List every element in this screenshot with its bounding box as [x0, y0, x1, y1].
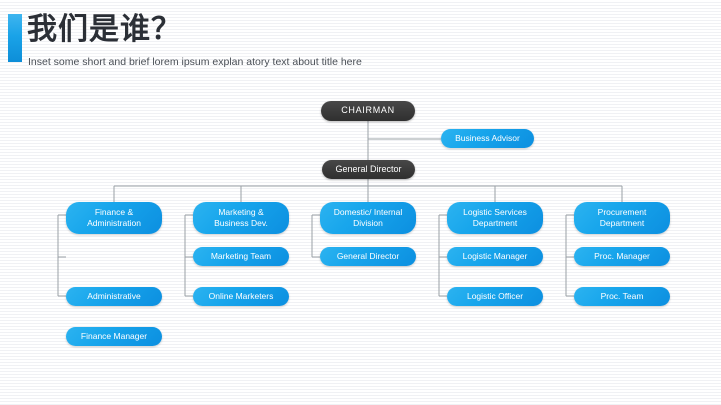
node-department-domestic-internal-division[interactable]: Domestic/ Internal Division	[320, 202, 416, 234]
page-title: 我们是谁？	[27, 13, 182, 46]
node-department-procurement[interactable]: Procurement Department	[574, 202, 670, 234]
title-accent-bar	[8, 14, 22, 62]
node-general-director[interactable]: General Director	[322, 160, 415, 179]
node-administrative[interactable]: Administrative	[66, 287, 162, 306]
node-online-marketers[interactable]: Online Marketers	[193, 287, 289, 306]
node-department-finance-administration[interactable]: Finance & Administration	[66, 202, 162, 234]
node-finance-manager[interactable]: Finance Manager	[66, 327, 162, 346]
connector-lines	[57, 121, 623, 297]
node-proc-manager[interactable]: Proc. Manager	[574, 247, 670, 266]
org-chart: CHAIRMAN Business Advisor General Direct…	[0, 78, 721, 405]
page-subtitle: Inset some short and brief lorem ipsum e…	[28, 56, 362, 68]
node-chairman[interactable]: CHAIRMAN	[321, 101, 415, 121]
header: 我们是谁？ Inset some short and brief lorem i…	[0, 0, 721, 78]
node-department-logistic-services[interactable]: Logistic Services Department	[447, 202, 543, 234]
node-logistic-officer[interactable]: Logistic Officer	[447, 287, 543, 306]
node-proc-team[interactable]: Proc. Team	[574, 287, 670, 306]
node-business-advisor[interactable]: Business Advisor	[441, 129, 534, 148]
node-general-director-domestic[interactable]: General Director	[320, 247, 416, 266]
node-department-marketing-business-dev[interactable]: Marketing & Business Dev.	[193, 202, 289, 234]
node-marketing-team[interactable]: Marketing Team	[193, 247, 289, 266]
node-logistic-manager[interactable]: Logistic Manager	[447, 247, 543, 266]
